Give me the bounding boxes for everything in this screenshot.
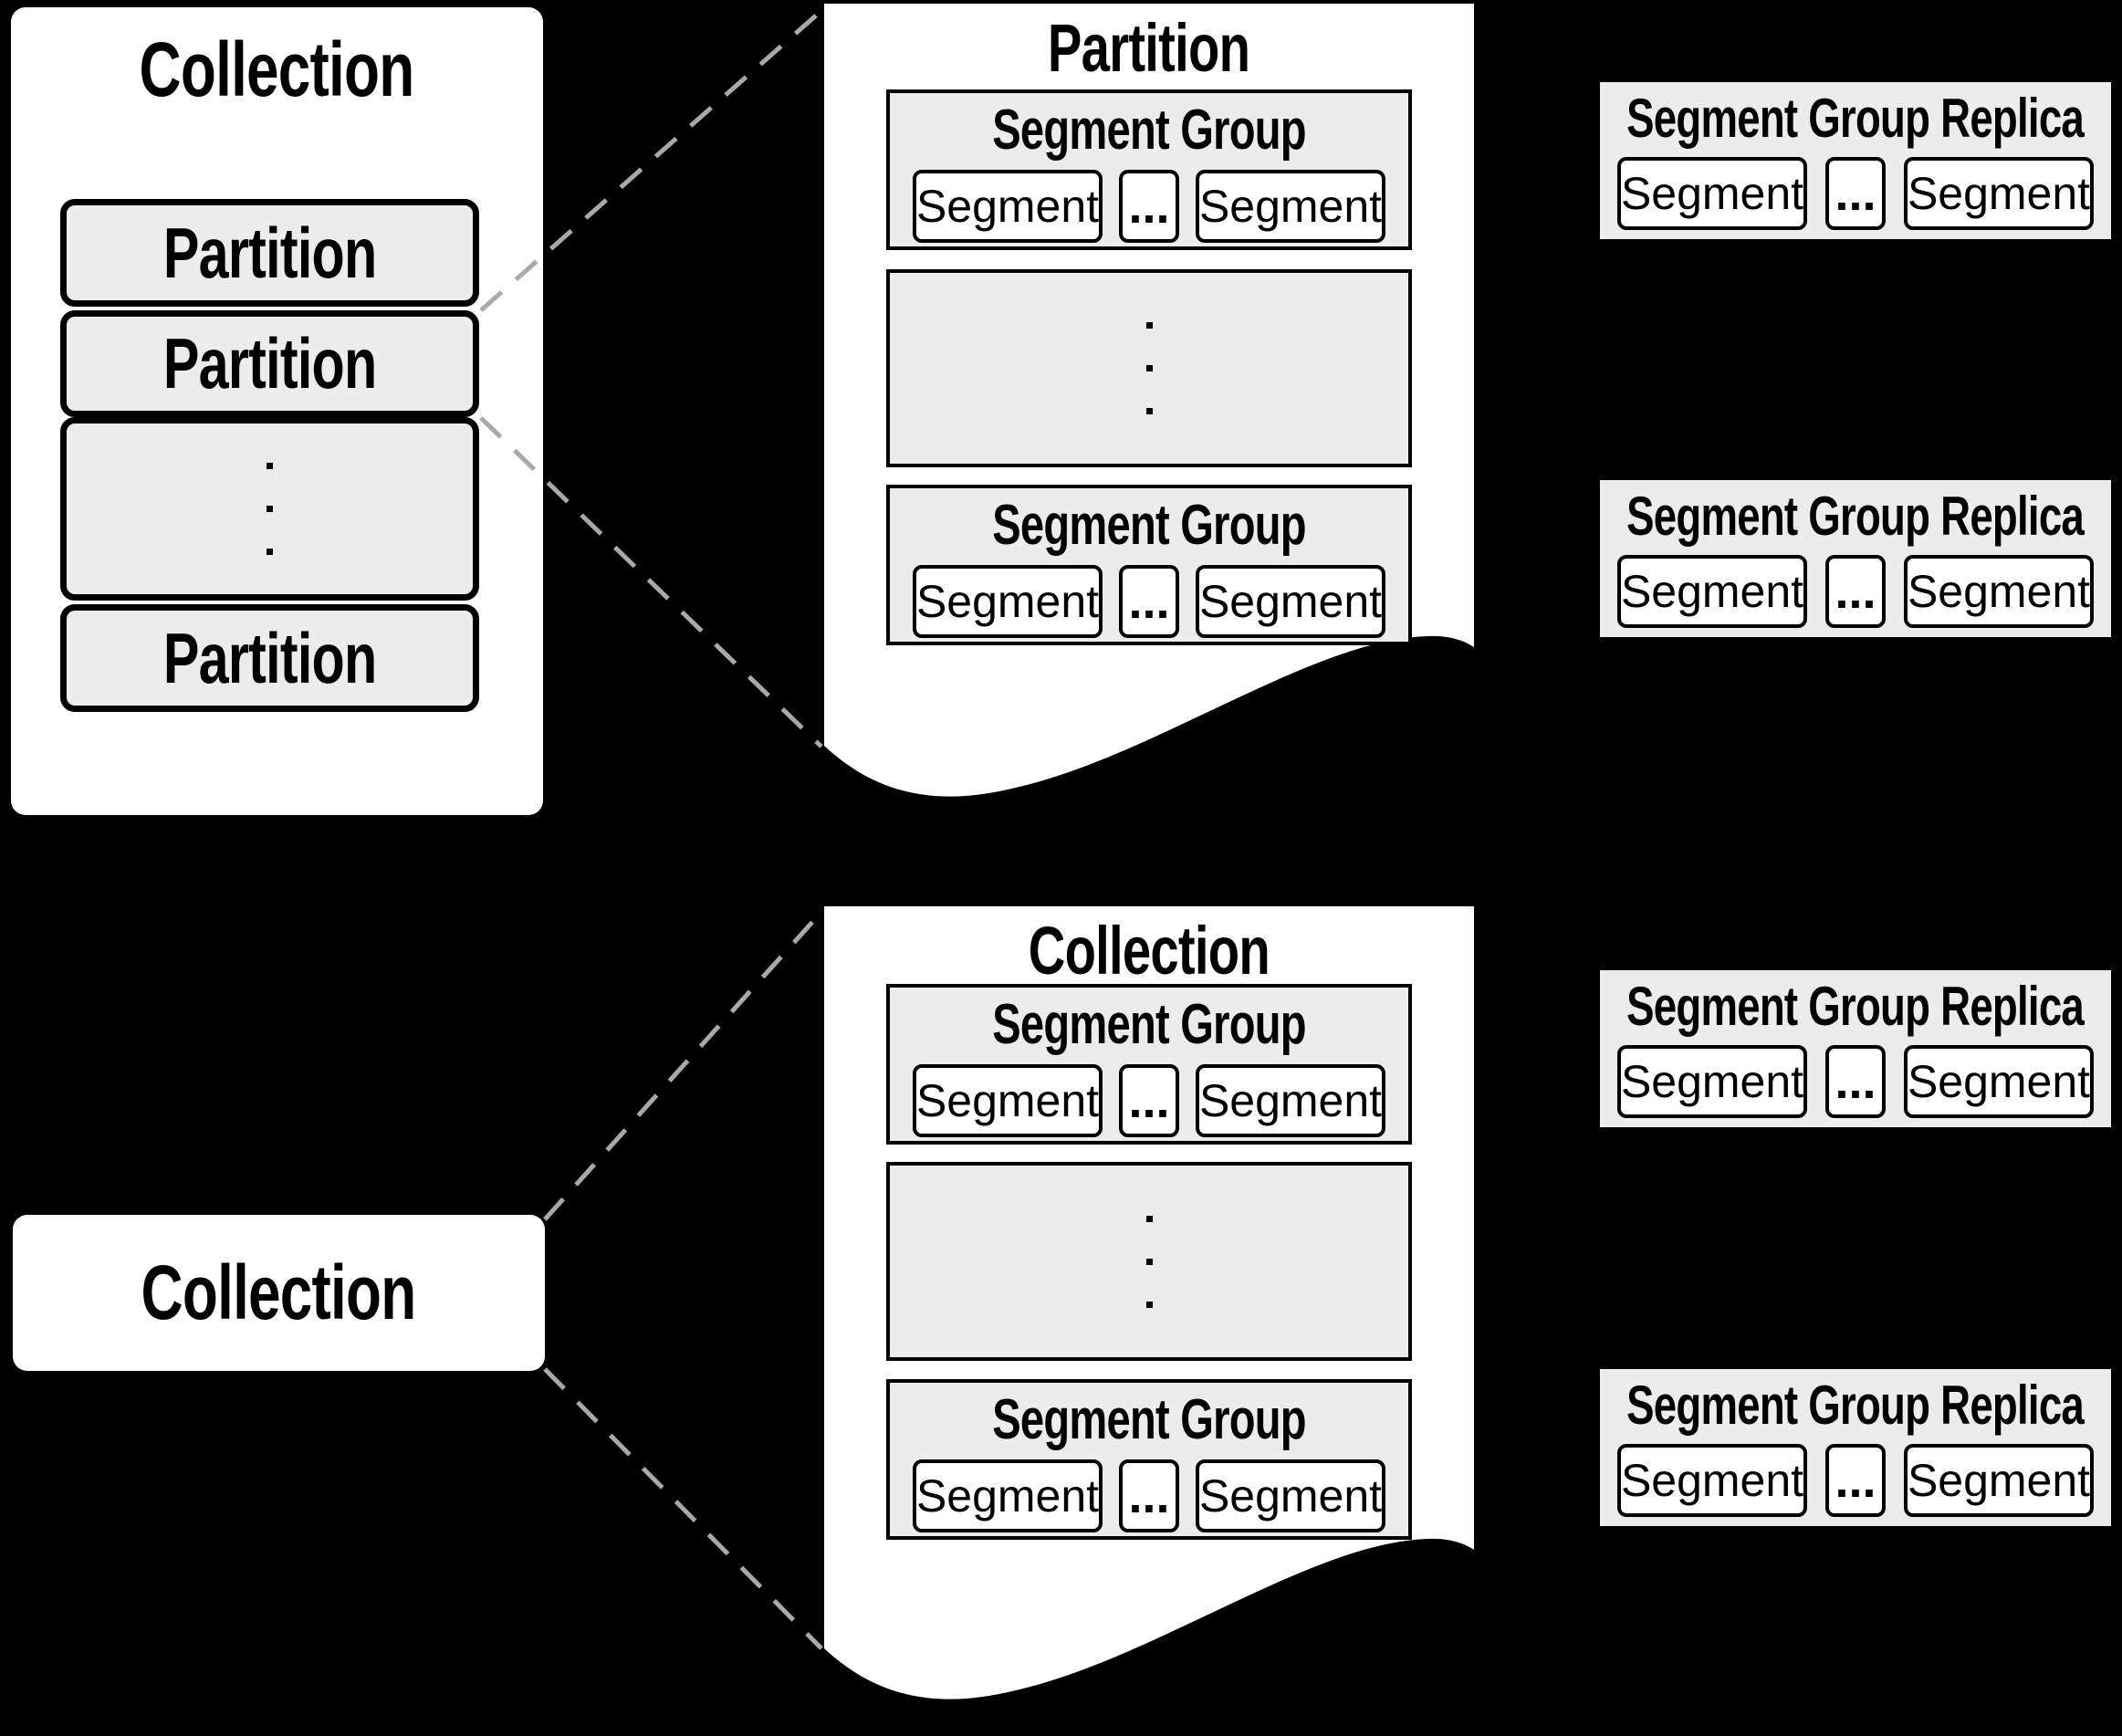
segment-group-box: Segment Group Segment ... Segment (886, 1379, 1412, 1540)
collection-detail-panel: Collection Segment Group Segment ... Seg… (824, 906, 1474, 1710)
vertical-ellipsis-dot (267, 463, 273, 469)
segment-group-header-label: Segment Group (992, 1388, 1306, 1451)
segment-box: Segment (1617, 1444, 1807, 1517)
segment-group-replica-header: Segment Group Replica (1554, 88, 2122, 150)
segment-group-header: Segment Group (943, 494, 1355, 558)
segment-box: Segment (1617, 1045, 1807, 1118)
segment-row: Segment ... Segment (1617, 555, 2094, 628)
segment-ellipsis-box: ... (1825, 157, 1886, 230)
partition-row-2: Partition (60, 310, 479, 417)
segment-ellipsis-box: ... (1119, 1459, 1179, 1532)
collection-overview-title-label: Collection (140, 26, 415, 112)
segment-group-replica-box: Segment Group Replica Segment ... Segmen… (1600, 1369, 2111, 1526)
segment-group-header-label: Segment Group (992, 494, 1306, 557)
partition-row-1: Partition (60, 199, 479, 307)
segment-box: Segment (1617, 555, 1807, 628)
partition-row-2-label: Partition (162, 323, 377, 403)
segment-box: Segment (1196, 1064, 1385, 1137)
segment-group-replica-header-label: Segment Group Replica (1626, 486, 2085, 547)
segment-row: Segment ... Segment (913, 170, 1385, 243)
segment-ellipsis-box: ... (1825, 555, 1886, 628)
vertical-ellipsis-dot (1145, 365, 1153, 371)
segment-group-box: Segment Group Segment ... Segment (886, 89, 1412, 250)
partition-detail-panel: Partition Segment Group Segment ... Segm… (824, 4, 1474, 807)
segment-group-header-label: Segment Group (992, 993, 1306, 1056)
vertical-ellipsis-dot (267, 506, 273, 512)
segment-box: Segment (1196, 170, 1385, 243)
segment-row: Segment ... Segment (913, 565, 1385, 638)
segment-ellipsis-box: ... (1825, 1045, 1886, 1118)
segment-ellipsis-box: ... (1119, 170, 1179, 243)
segment-box: Segment (1904, 1444, 2094, 1517)
segment-box: Segment (1904, 1045, 2094, 1118)
vertical-ellipsis-dot (1145, 1215, 1153, 1222)
partition-row-1-label: Partition (162, 212, 377, 293)
segment-group-replica-header-label: Segment Group Replica (1626, 88, 2085, 149)
segment-group-replica-box: Segment Group Replica Segment ... Segmen… (1600, 480, 2111, 637)
segment-group-header-label: Segment Group (992, 99, 1306, 162)
segment-ellipsis-box: ... (1119, 1064, 1179, 1137)
segment-row: Segment ... Segment (913, 1064, 1385, 1137)
partition-rows-vertical-ellipsis (60, 417, 479, 601)
segment-group-replica-box: Segment Group Replica Segment ... Segmen… (1600, 82, 2111, 239)
segment-ellipsis-box: ... (1119, 565, 1179, 638)
partition-detail-panel-title: Partition (824, 11, 1474, 86)
segment-box: Segment (1904, 555, 2094, 628)
segment-row: Segment ... Segment (1617, 157, 2094, 230)
more-segment-groups-ellipsis-box (886, 269, 1412, 467)
segment-group-replica-header: Segment Group Replica (1554, 1375, 2122, 1437)
vertical-ellipsis-dot (1145, 1258, 1153, 1265)
segment-box: Segment (1617, 157, 1807, 230)
collection-label-box: Collection (13, 1215, 545, 1371)
collection-label: Collection (141, 1250, 417, 1335)
collection-detail-panel-title: Collection (824, 914, 1474, 988)
segment-box: Segment (913, 1459, 1103, 1532)
segment-row: Segment ... Segment (1617, 1444, 2094, 1517)
segment-row: Segment ... Segment (1617, 1045, 2094, 1118)
vertical-ellipsis-dot (1145, 322, 1153, 329)
partition-row-3: Partition (60, 604, 479, 712)
segment-box: Segment (913, 170, 1103, 243)
segment-box: Segment (1904, 157, 2094, 230)
segment-box: Segment (1196, 1459, 1385, 1532)
segment-box: Segment (913, 1064, 1103, 1137)
segment-group-replica-header-label: Segment Group Replica (1626, 976, 2085, 1037)
segment-group-replica-header-label: Segment Group Replica (1626, 1375, 2085, 1436)
segment-group-replica-box: Segment Group Replica Segment ... Segmen… (1600, 970, 2111, 1127)
partition-detail-panel-title-label: Partition (1048, 10, 1250, 86)
vertical-ellipsis-dot (1145, 408, 1153, 414)
vertical-ellipsis-dot (267, 549, 273, 555)
collection-overview-box: Collection Partition Partition Partition (11, 7, 543, 815)
segment-group-header: Segment Group (943, 993, 1355, 1057)
collection-overview-title: Collection (11, 27, 543, 111)
partition-row-3-label: Partition (162, 617, 377, 698)
segment-group-replica-header: Segment Group Replica (1554, 486, 2122, 548)
segment-group-replica-header: Segment Group Replica (1554, 976, 2122, 1038)
more-segment-groups-ellipsis-box (886, 1162, 1412, 1361)
segment-group-box: Segment Group Segment ... Segment (886, 984, 1412, 1145)
segment-group-header: Segment Group (943, 1388, 1355, 1452)
segment-group-header: Segment Group (943, 99, 1355, 162)
segment-ellipsis-box: ... (1825, 1444, 1886, 1517)
vertical-ellipsis-dot (1145, 1301, 1153, 1308)
segment-row: Segment ... Segment (913, 1459, 1385, 1532)
segment-box: Segment (1196, 565, 1385, 638)
segment-box: Segment (913, 565, 1103, 638)
collection-detail-panel-title-label: Collection (1028, 913, 1270, 988)
segment-group-box: Segment Group Segment ... Segment (886, 485, 1412, 645)
